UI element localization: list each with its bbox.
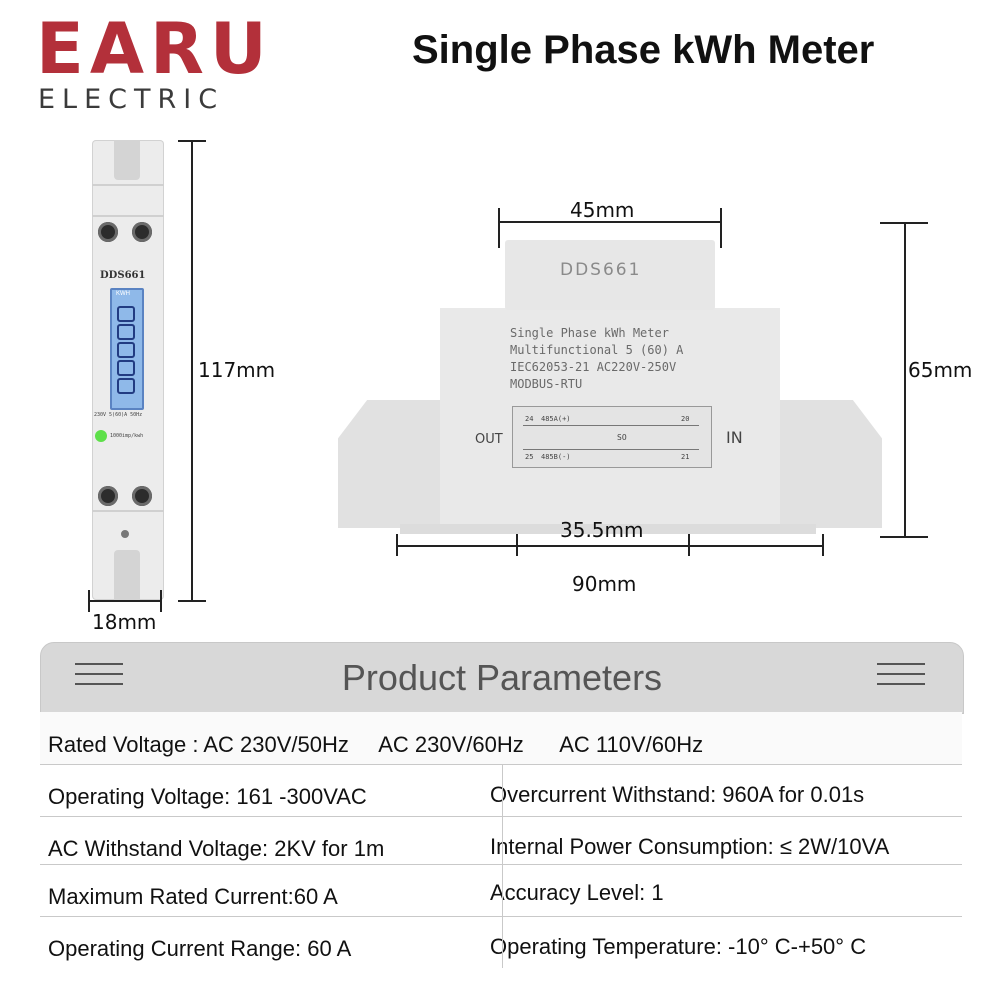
depth-dimension: 65mm [908, 358, 973, 382]
brand-subtitle: ELECTRIC [38, 84, 225, 115]
in-label: IN [726, 428, 743, 447]
meter-side-print-line: MODBUS-RTU [510, 377, 583, 391]
param-right: Accuracy Level: 1 [490, 880, 664, 905]
top-width-dim-cap [720, 208, 722, 248]
terminal-24-label: 485A(+) [541, 415, 571, 423]
depth-dim-line [904, 222, 906, 538]
out-label: OUT [475, 432, 503, 447]
top-width-dim-cap [498, 208, 500, 248]
brand-logo: EARU [36, 8, 273, 90]
param-left: AC Withstand Voltage: 2KV for 1m [48, 836, 385, 861]
pulse-led-icon [95, 430, 107, 442]
table-row: Operating Current Range: 60 A Operating … [40, 916, 962, 968]
front-width-dim-line [88, 600, 162, 602]
table-row: Maximum Rated Current:60 A Accuracy Leve… [40, 864, 962, 917]
total-width-dim-cap [822, 534, 824, 556]
front-width-dim-cap [160, 590, 162, 612]
meter-side-image [400, 524, 816, 534]
height-dimension: 117mm [198, 358, 276, 382]
meter-side-image [338, 400, 442, 528]
front-width-dimension: 18mm [92, 610, 157, 634]
param-left: Operating Voltage: 161 -300VAC [48, 784, 367, 809]
meter-front-imp: 1000imp/kwh [110, 433, 144, 439]
menu-lines-icon [75, 663, 123, 693]
param-right: Operating Temperature: -10° C-+50° C [490, 934, 867, 959]
parameters-title: Product Parameters [341, 657, 663, 698]
parameters-header: Product Parameters [40, 642, 964, 714]
terminal-25: 25 [525, 453, 534, 461]
total-width-dim-line [396, 545, 824, 547]
meter-front-model: DDS661 [100, 270, 146, 281]
depth-dim-cap [880, 536, 928, 538]
meter-side-print-line: IEC62053-21 AC220V-250V [510, 360, 677, 374]
terminal-25-label: 485B(-) [541, 453, 571, 461]
height-dim-line [191, 140, 193, 602]
page-title: Single Phase kWh Meter [412, 28, 875, 72]
terminal-21: 21 [681, 453, 690, 461]
table-divider [502, 764, 503, 968]
front-width-dim-cap [88, 590, 90, 612]
height-dim-cap [178, 140, 206, 142]
meter-side-image [778, 400, 882, 528]
top-width-dim-line [498, 221, 722, 223]
terminal-screw-icon [132, 486, 152, 506]
terminal-screw-icon [132, 222, 152, 242]
depth-dim-cap [880, 222, 928, 224]
meter-side-model: DDS661 [560, 260, 642, 280]
lcd-kwh-label: KWH [116, 291, 130, 297]
rail-dim-cap [516, 534, 518, 556]
lcd-display [110, 288, 144, 410]
so-label: SO [617, 433, 627, 442]
rail-width-dimension: 35.5mm [560, 518, 644, 542]
meter-side-print-line: Single Phase kWh Meter [510, 326, 669, 340]
top-width-dimension: 45mm [570, 198, 635, 222]
height-dim-cap [178, 600, 206, 602]
total-width-dimension: 90mm [572, 572, 637, 596]
table-row: AC Withstand Voltage: 2KV for 1m Interna… [40, 816, 962, 865]
table-row: Rated Voltage : AC 230V/50Hz AC 230V/60H… [40, 712, 962, 765]
terminal-20: 20 [681, 415, 690, 423]
param-left: Operating Current Range: 60 A [48, 936, 352, 961]
param-right: Overcurrent Withstand: 960A for 0.01s [490, 782, 865, 807]
terminal-screw-icon [98, 222, 118, 242]
terminal-24: 24 [525, 415, 534, 423]
param-right: Internal Power Consumption: ≤ 2W/10VA [490, 834, 890, 859]
rated-voltage: Rated Voltage : AC 230V/50Hz AC 230V/60H… [48, 732, 704, 757]
rail-clip-icon [121, 530, 129, 538]
terminal-screw-icon [98, 486, 118, 506]
rail-dim-cap [688, 534, 690, 556]
meter-front-spec: 230V 5(60)A 50Hz [94, 412, 143, 418]
table-row: Operating Voltage: 161 -300VAC Overcurre… [40, 764, 962, 817]
wiring-diagram: 24 485A(+) 20 SO 25 485B(-) 21 [512, 406, 712, 468]
meter-side-print-line: Multifunctional 5 (60) A [510, 343, 684, 357]
total-width-dim-cap [396, 534, 398, 556]
menu-lines-icon [877, 663, 925, 693]
param-left: Maximum Rated Current:60 A [48, 884, 338, 909]
meter-side-image [505, 240, 715, 310]
